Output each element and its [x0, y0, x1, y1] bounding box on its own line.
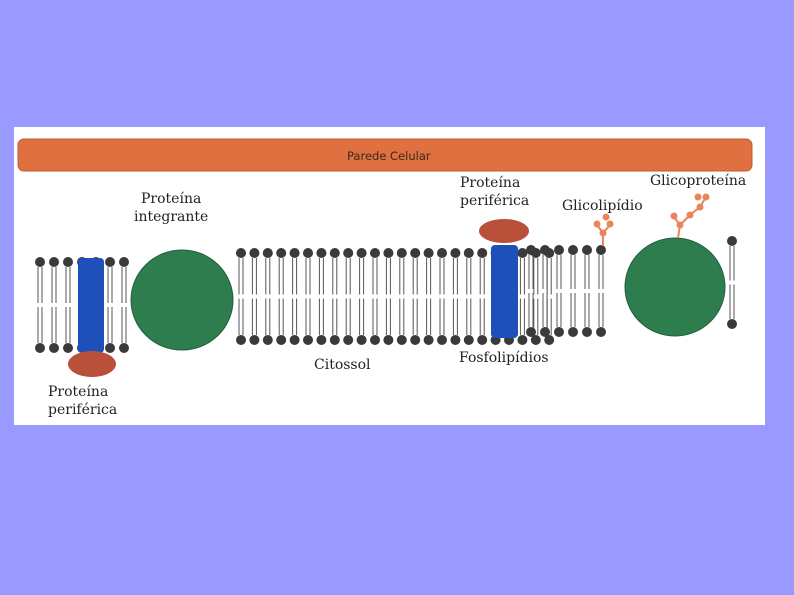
phospholipid	[63, 257, 73, 353]
label-peripheral-protein-bottom: Proteína periférica	[48, 383, 117, 419]
phospholipid	[356, 248, 367, 345]
peripheral-protein-top	[479, 219, 529, 243]
label-peripheral-protein-top-line2: periférica	[460, 193, 530, 209]
phospholipid	[554, 245, 564, 337]
label-glycolipid: Glicolipídio	[562, 198, 643, 214]
label-peripheral-protein-top: Proteína periférica	[460, 174, 529, 210]
integral-protein-left	[130, 249, 234, 351]
cell-wall-label: Parede Celular	[347, 149, 431, 163]
label-cytosol: Citossol	[314, 357, 371, 373]
label-phospholipids: Fosfolipídios	[459, 350, 549, 366]
phospholipid	[249, 248, 260, 345]
phospholipid	[396, 248, 407, 345]
phospholipid	[410, 248, 421, 345]
membrane-svg: Parede Celular	[17, 138, 753, 377]
label-glycoprotein: Glicoproteína	[650, 173, 747, 189]
phospholipid	[289, 248, 300, 345]
phospholipid	[727, 236, 737, 329]
channel-protein-left	[78, 258, 104, 353]
phospholipid	[236, 248, 246, 345]
phospholipid	[477, 248, 488, 345]
phospholipid	[276, 248, 287, 345]
phospholipid	[540, 245, 550, 337]
glycoprotein-sugar-chain	[670, 193, 710, 239]
label-integral-protein-line2: integrante	[134, 209, 209, 225]
phospholipid	[370, 248, 380, 345]
cell-wall	[17, 138, 753, 172]
phospholipid	[329, 248, 340, 345]
phospholipid-bilayer	[35, 236, 737, 353]
phospholipid	[262, 248, 273, 345]
phospholipid	[596, 245, 606, 337]
phospholipid	[316, 248, 327, 345]
phospholipid	[437, 248, 447, 345]
integral-protein-right	[624, 237, 726, 337]
glycolipid-sugar-chain	[593, 213, 614, 246]
phospholipid	[343, 248, 354, 345]
phospholipid	[463, 248, 474, 345]
phospholipid	[119, 257, 129, 353]
phospholipid	[526, 245, 536, 337]
channel-protein-center	[491, 245, 518, 338]
phospholipid	[423, 248, 434, 345]
label-integral-protein: Proteína integrante	[134, 190, 208, 226]
phospholipid	[35, 257, 45, 353]
phospholipid	[568, 245, 578, 337]
phospholipid	[303, 248, 313, 345]
phospholipid	[383, 248, 394, 345]
phospholipid	[582, 245, 592, 337]
label-peripheral-protein-bottom-line2: periférica	[48, 402, 118, 418]
label-peripheral-protein-bottom-line1: Proteína	[48, 384, 109, 400]
phospholipid	[517, 248, 528, 345]
membrane-diagram: Parede Celular	[14, 127, 765, 425]
peripheral-protein-bottom	[68, 351, 116, 377]
label-integral-protein-line1: Proteína	[141, 191, 202, 207]
phospholipid	[450, 248, 461, 345]
label-peripheral-protein-top-line1: Proteína	[460, 175, 521, 191]
phospholipid	[105, 257, 115, 353]
phospholipid	[49, 257, 59, 353]
